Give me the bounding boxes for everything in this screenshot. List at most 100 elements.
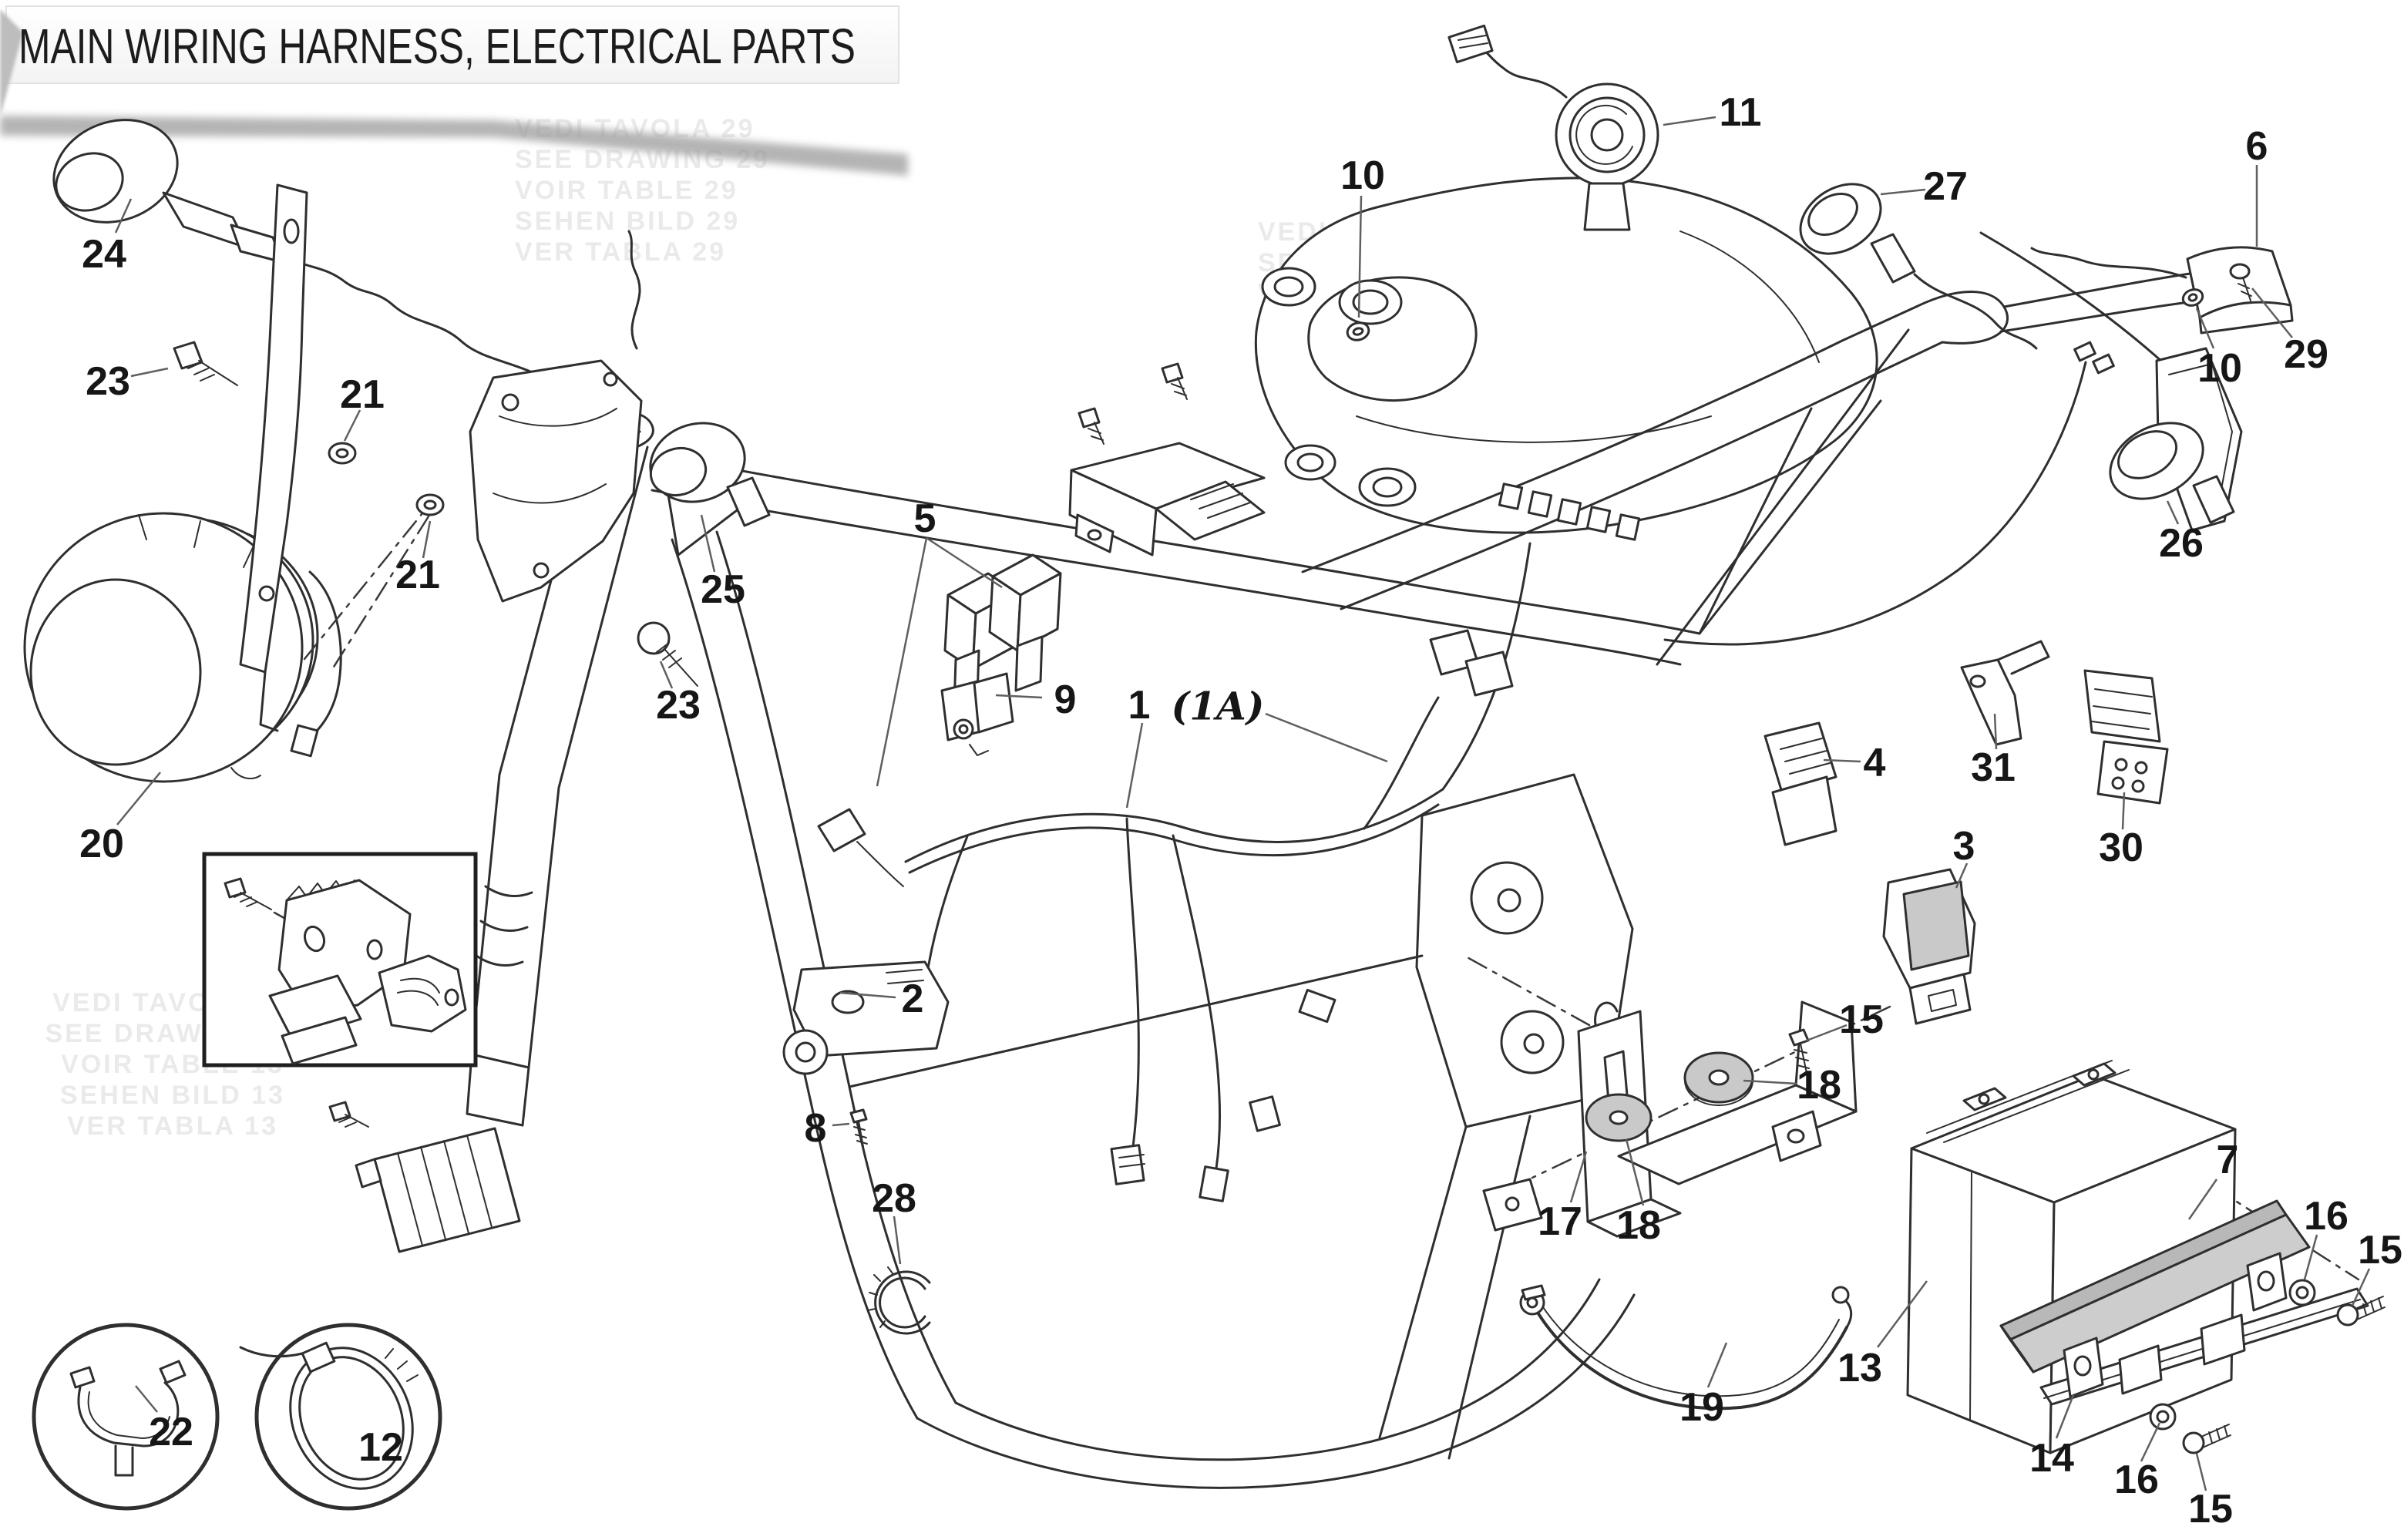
relay3-art xyxy=(1882,868,1976,1025)
callout-10: 10 xyxy=(2197,346,2242,391)
leader-line xyxy=(893,1216,902,1265)
callout-2: 2 xyxy=(902,977,924,1021)
ecu-art xyxy=(1068,362,1266,556)
watermark-line: VER TABLA 29 xyxy=(515,237,726,267)
callout-10: 10 xyxy=(1340,153,1385,198)
leader-line xyxy=(876,537,928,787)
leader-line xyxy=(839,991,896,999)
leader-line xyxy=(659,661,674,689)
callout-18: 18 xyxy=(1797,1063,1841,1108)
tail-parts-art xyxy=(1799,183,2294,532)
callout-5: 5 xyxy=(914,496,936,541)
callout-1A: (1A) xyxy=(1172,684,1265,729)
leader-line xyxy=(2166,500,2180,525)
callout-1: 1 xyxy=(1128,683,1151,728)
callout-3: 3 xyxy=(1953,824,1975,869)
clip22-circle-art xyxy=(32,1323,220,1511)
callout-13: 13 xyxy=(1837,1346,1882,1390)
ignition-inset-art xyxy=(202,852,478,1068)
callout-29: 29 xyxy=(2284,332,2328,377)
foam7-art xyxy=(1999,1199,2311,1374)
callout-21: 21 xyxy=(395,553,440,597)
leader-line xyxy=(1806,1024,1848,1042)
turnsignal24-art xyxy=(52,119,641,433)
callout-23: 23 xyxy=(656,683,701,728)
callout-30: 30 xyxy=(2099,825,2143,870)
bracket14-art xyxy=(2039,1252,2386,1454)
callout-15: 15 xyxy=(2358,1228,2402,1273)
leader-line xyxy=(1706,1342,1728,1388)
leader-line xyxy=(1125,722,1144,809)
leader-line xyxy=(1569,1151,1588,1203)
watermark-line: VOIR TABLE 29 xyxy=(515,176,738,205)
leader-line xyxy=(343,409,361,442)
callout-25: 25 xyxy=(701,567,745,612)
leader-line xyxy=(135,1385,158,1413)
page-title: MAIN WIRING HARNESS, ELECTRICAL PARTS xyxy=(18,18,856,74)
callout-28: 28 xyxy=(872,1176,916,1221)
callout-16: 16 xyxy=(2304,1194,2349,1239)
leader-line xyxy=(1625,1138,1645,1206)
leader-line xyxy=(2251,287,2293,338)
leader-line xyxy=(130,367,169,378)
connector30-art xyxy=(2083,669,2169,805)
leader-line xyxy=(116,772,161,825)
title-banner: MAIN WIRING HARNESS, ELECTRICAL PARTS xyxy=(0,5,908,176)
harness-art xyxy=(817,341,2115,1202)
callout-27: 27 xyxy=(1923,164,1968,209)
callout-19: 19 xyxy=(1679,1385,1724,1430)
banner-plate xyxy=(5,5,899,84)
watermark-line: VER TABLA 13 xyxy=(67,1111,278,1141)
callout-22: 22 xyxy=(149,1410,193,1454)
leader-line xyxy=(926,536,1003,589)
leader-line xyxy=(114,198,133,234)
leader-line xyxy=(1743,1079,1798,1085)
leader-line xyxy=(832,1122,850,1127)
leader-line xyxy=(1357,195,1363,318)
callout-31: 31 xyxy=(1971,745,2016,790)
cable19-art xyxy=(1519,1284,1853,1411)
leader-line xyxy=(1265,712,1388,763)
leader-line xyxy=(1823,758,1861,763)
banner-fold xyxy=(0,9,23,117)
connector4-art xyxy=(1763,721,1837,846)
callout-9: 9 xyxy=(1054,678,1077,722)
clip28-art xyxy=(867,1266,931,1335)
regulator-art xyxy=(328,1101,521,1253)
callout-21: 21 xyxy=(340,372,385,417)
callout-26: 26 xyxy=(2159,521,2204,566)
callout-15: 15 xyxy=(1839,997,1884,1042)
leader-line xyxy=(1880,188,1926,196)
cable-tie12-circle-art xyxy=(239,1323,442,1511)
callout-15: 15 xyxy=(2188,1487,2233,1532)
leader-line xyxy=(995,694,1043,699)
headlight-art xyxy=(23,496,437,783)
callout-6: 6 xyxy=(2246,124,2268,169)
leader-line xyxy=(2351,1268,2371,1306)
leader-line xyxy=(700,514,716,573)
leader-line xyxy=(2055,1394,2075,1439)
leader-line xyxy=(1955,862,1969,889)
bracket-left-art xyxy=(173,183,357,732)
leader-line xyxy=(2303,1234,2318,1280)
leader-line xyxy=(2187,1179,2218,1220)
callout-17: 17 xyxy=(1538,1199,1582,1244)
callout-12: 12 xyxy=(358,1425,403,1470)
leader-line xyxy=(1993,713,1998,750)
leader-line xyxy=(2195,308,2215,349)
leader-line xyxy=(1663,116,1716,126)
bracket25-art xyxy=(330,230,771,687)
banner-shadow xyxy=(0,116,908,176)
callout-7: 7 xyxy=(2217,1138,2239,1182)
leader-line xyxy=(2121,792,2126,830)
callout-24: 24 xyxy=(82,232,126,277)
leader-line xyxy=(422,520,432,559)
watermark-line: SEHEN BILD 29 xyxy=(515,207,740,236)
callout-11: 11 xyxy=(1720,90,1762,135)
leader-line xyxy=(1876,1280,1928,1348)
horn-art xyxy=(1447,24,1659,231)
rear-cowl-art xyxy=(1254,177,1878,534)
callout-16: 16 xyxy=(2114,1458,2159,1502)
